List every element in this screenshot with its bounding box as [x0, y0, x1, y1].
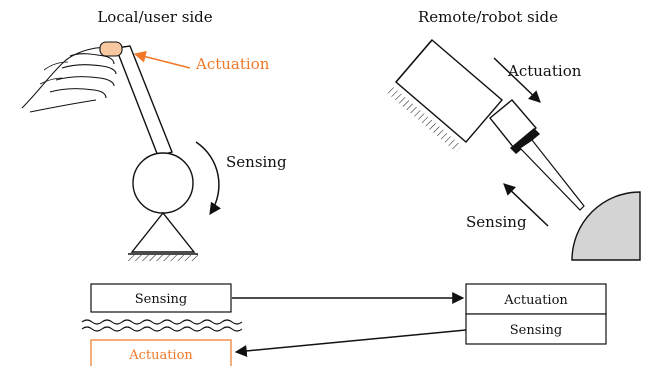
fingertip: [99, 41, 123, 57]
pivot-joint: [132, 152, 194, 214]
remote-actuation-block: Actuation: [465, 283, 607, 315]
local-sensing-block-label: Sensing: [135, 292, 188, 307]
remote-sensing-arrow: [503, 183, 549, 227]
local-actuation-arrow: [133, 50, 191, 69]
robot-wrist: [489, 99, 540, 154]
master-lever: [115, 45, 173, 157]
hand-icon: [21, 41, 123, 113]
pivot-support: [128, 211, 198, 261]
remote-sensing-block: Sensing: [465, 313, 607, 345]
local-side-title: Local/user side: [97, 8, 212, 26]
remote-actuation-arrow: [493, 57, 541, 103]
local-actuation-block-label: Actuation: [128, 348, 193, 363]
robot-needle: [519, 139, 585, 211]
remote-sensing-label: Sensing: [466, 213, 527, 231]
local-sensing-label: Sensing: [226, 153, 287, 171]
local-actuation-block: Actuation: [90, 339, 232, 366]
tissue-target: [571, 191, 641, 261]
remote-side-title: Remote/robot side: [418, 8, 558, 26]
remote-actuation-block-label: Actuation: [503, 293, 568, 308]
remote-sensing-block-label: Sensing: [510, 323, 563, 338]
local-sensing-arrow: [195, 141, 221, 215]
remote-actuation-label: Actuation: [507, 62, 582, 80]
local-actuation-label: Actuation: [195, 55, 270, 73]
wavy-separator: [81, 319, 243, 332]
robot-body: [386, 39, 503, 152]
local-sensing-block: Sensing: [90, 283, 232, 313]
sensing-to-local-actuation-arrow: [234, 329, 467, 357]
